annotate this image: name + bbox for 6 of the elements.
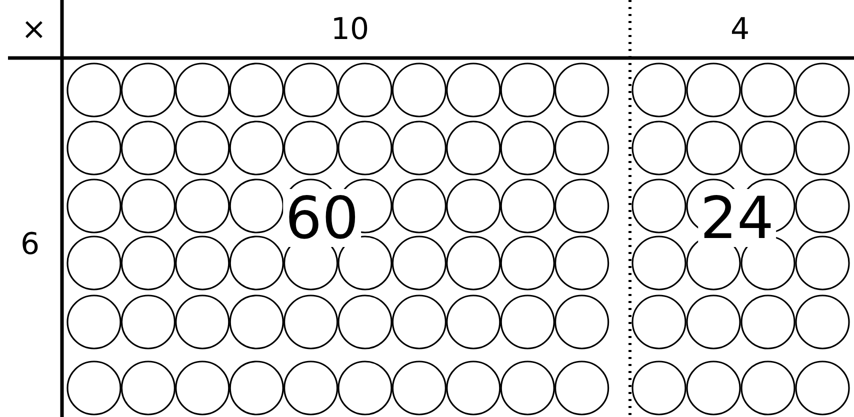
dimension-label: 4 [730, 15, 750, 45]
operator-sign: × [21, 15, 47, 45]
dimension-label: 10 [330, 15, 370, 45]
product-label: 24 [698, 189, 776, 247]
product-label: 60 [283, 189, 361, 247]
dimension-label: 6 [20, 230, 40, 260]
